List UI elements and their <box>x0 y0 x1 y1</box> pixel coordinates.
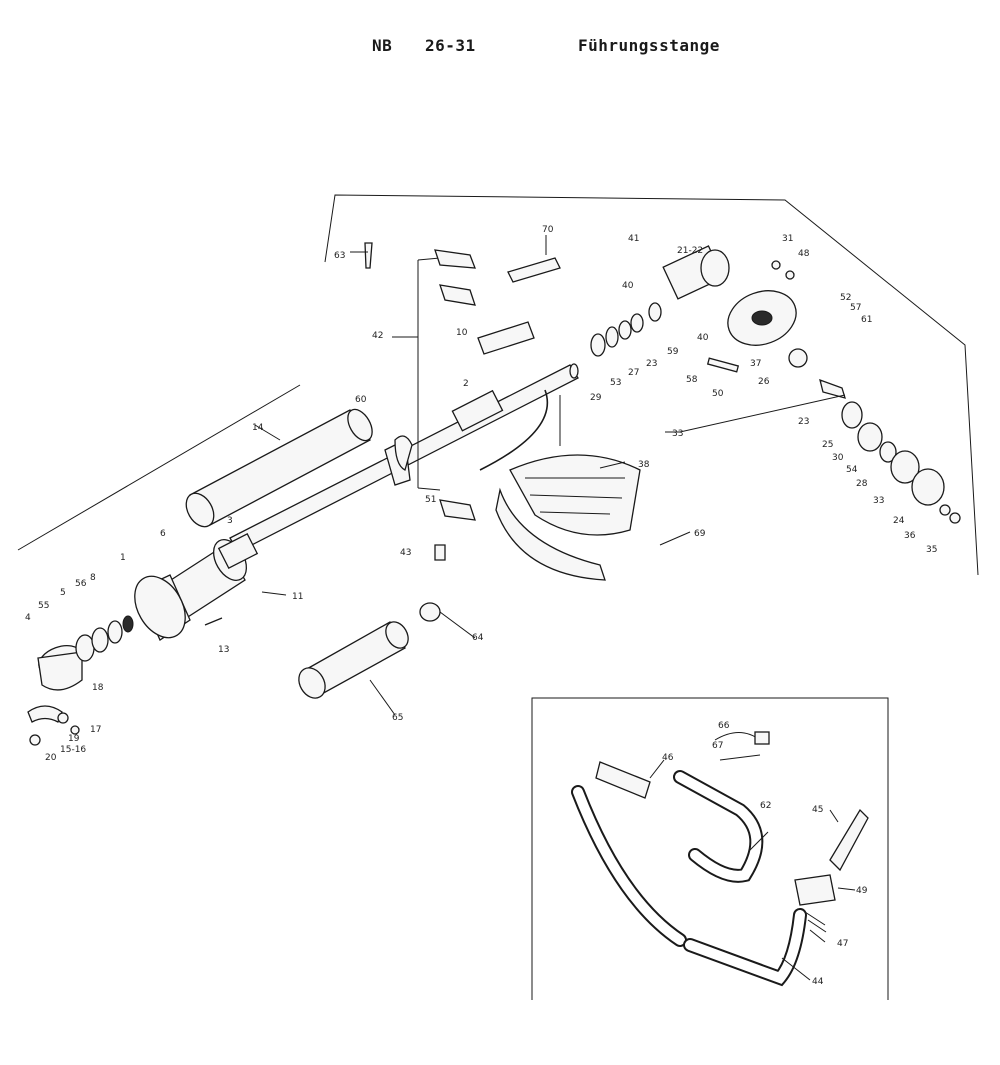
callout-57: 57 <box>850 303 861 313</box>
gear-head-left <box>27 615 223 746</box>
callout-42: 42 <box>372 331 383 341</box>
callout-33b: 33 <box>873 496 884 506</box>
callout-40-top: 40 <box>622 281 634 291</box>
callout-37: 37 <box>750 359 761 369</box>
callout-33a: 33 <box>672 429 683 439</box>
callout-61: 61 <box>861 315 872 325</box>
callout-51: 51 <box>425 495 436 505</box>
blade-head-stack <box>788 348 961 524</box>
part-callouts: 63 42 70 41 40 21-22 31 48 10 2 29 53 27… <box>25 225 937 987</box>
callout-48: 48 <box>798 249 810 259</box>
callout-2: 2 <box>463 379 469 389</box>
callout-49: 49 <box>856 886 868 896</box>
callout-50: 50 <box>712 389 724 399</box>
washer-stack-middle <box>590 302 662 357</box>
callout-18: 18 <box>92 683 104 693</box>
decals <box>477 257 561 355</box>
callout-4: 4 <box>25 613 31 623</box>
callout-30: 30 <box>832 453 844 463</box>
callout-67: 67 <box>712 741 723 751</box>
callout-56: 56 <box>75 579 87 589</box>
callout-38: 38 <box>638 460 650 470</box>
callout-58: 58 <box>686 375 698 385</box>
leader-lines <box>254 235 856 981</box>
callout-23a: 23 <box>646 359 657 369</box>
callout-1: 1 <box>120 553 126 563</box>
callout-66: 66 <box>718 721 730 731</box>
callout-60: 60 <box>355 395 367 405</box>
callout-11: 11 <box>292 592 303 602</box>
callout-65: 65 <box>392 713 403 723</box>
callout-13: 13 <box>218 645 229 655</box>
callout-3: 3 <box>227 516 233 526</box>
callout-21-22: 21-22 <box>677 246 703 256</box>
callout-23b: 23 <box>798 417 809 427</box>
callout-43: 43 <box>400 548 411 558</box>
callout-25: 25 <box>822 440 833 450</box>
callout-8: 8 <box>90 573 96 583</box>
callout-69: 69 <box>694 529 706 539</box>
callout-35: 35 <box>926 545 937 555</box>
grip-handle-65 <box>298 602 441 699</box>
callout-31: 31 <box>782 234 793 244</box>
gearbox-assembly <box>662 245 797 373</box>
loop-handle-inset <box>571 731 869 987</box>
callout-59: 59 <box>667 347 679 357</box>
handle-clamp-42 <box>364 242 476 561</box>
callout-70: 70 <box>542 225 554 235</box>
main-frame-lines <box>17 194 979 1000</box>
callout-41: 41 <box>628 234 639 244</box>
callout-45: 45 <box>812 805 823 815</box>
cutting-guard <box>479 389 641 581</box>
callout-36: 36 <box>904 531 916 541</box>
callout-17: 17 <box>90 725 101 735</box>
callout-55: 55 <box>38 601 49 611</box>
callout-29: 29 <box>590 393 602 403</box>
callout-47: 47 <box>837 939 848 949</box>
callout-24: 24 <box>893 516 905 526</box>
diagram-title: Führungsstange <box>578 36 720 55</box>
callout-52: 52 <box>840 293 851 303</box>
callout-20: 20 <box>45 753 57 763</box>
callout-28: 28 <box>856 479 868 489</box>
callout-14: 14 <box>252 423 264 433</box>
callout-19: 19 <box>68 734 80 744</box>
callout-46: 46 <box>662 753 674 763</box>
callout-44: 44 <box>812 977 824 987</box>
callout-63: 63 <box>334 251 345 261</box>
callout-64: 64 <box>472 633 484 643</box>
callout-5: 5 <box>60 588 66 598</box>
callout-15-16: 15-16 <box>60 745 86 755</box>
model-range: 26-31 <box>425 36 476 55</box>
callout-26: 26 <box>758 377 770 387</box>
callout-10: 10 <box>456 328 468 338</box>
callout-54: 54 <box>846 465 858 475</box>
outer-tube-14 <box>185 408 373 528</box>
model-label: NB <box>372 36 393 55</box>
callout-6: 6 <box>160 529 166 539</box>
callout-62: 62 <box>760 801 771 811</box>
diagram-header: NB 26-31 Führungsstange <box>0 36 1000 66</box>
callout-40-mid: 40 <box>697 333 709 343</box>
callout-27: 27 <box>628 368 639 378</box>
callout-53a: 53 <box>610 378 621 388</box>
